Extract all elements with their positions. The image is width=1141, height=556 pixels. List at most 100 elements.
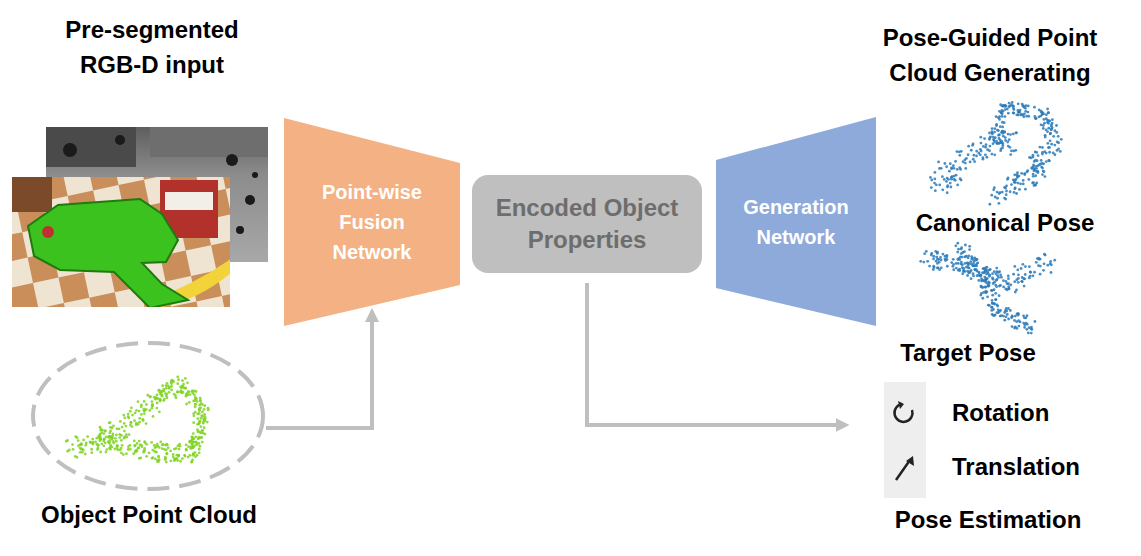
cloud-point — [184, 455, 187, 458]
cloud-point — [175, 396, 178, 399]
cloud-point — [151, 449, 154, 452]
cloud-point — [998, 110, 1001, 113]
cloud-point — [194, 406, 197, 409]
cloud-point — [1050, 271, 1053, 274]
cloud-point — [968, 267, 971, 270]
cloud-point — [999, 125, 1002, 128]
cloud-point — [99, 436, 102, 439]
node-outline — [472, 175, 702, 273]
cloud-point — [1010, 149, 1013, 152]
cloud-point — [118, 428, 121, 431]
cloud-point — [979, 136, 982, 139]
output-group: RotationTranslationPose Estimation — [880, 380, 1120, 540]
trapezoid — [716, 117, 876, 326]
cloud-point — [100, 442, 103, 445]
cloud-point — [978, 272, 981, 275]
cloud-point — [1031, 182, 1034, 185]
cloud-point — [1040, 159, 1043, 162]
cloud-point — [134, 412, 137, 415]
cloud-point — [1053, 144, 1056, 147]
cloud-point — [187, 456, 190, 459]
cloud-point — [1032, 181, 1035, 184]
node-text: Generation Network — [731, 192, 861, 252]
cloud-point — [150, 441, 153, 444]
cloud-point — [125, 433, 128, 436]
cloud-point — [1039, 273, 1042, 276]
cloud-point — [1012, 108, 1015, 111]
cloud-point — [1000, 131, 1003, 134]
cloud-point — [142, 408, 145, 411]
cloud-point — [994, 313, 997, 316]
cloud-point — [129, 421, 132, 424]
cloud-point — [976, 261, 979, 264]
cloud-point — [200, 402, 203, 405]
cloud-point — [155, 407, 158, 410]
cloud-point — [1047, 127, 1050, 130]
cloud-point — [1051, 118, 1054, 121]
cloud-point — [1044, 175, 1047, 178]
cloud-point — [196, 423, 199, 426]
checker-cell — [38, 303, 69, 307]
cloud-point — [1002, 279, 1005, 282]
cloud-point — [1018, 188, 1021, 191]
cloud-point — [994, 196, 997, 199]
cloud-point — [1015, 113, 1018, 116]
can-label — [165, 192, 213, 210]
cloud-point — [995, 285, 998, 288]
cloud-point — [191, 437, 194, 440]
cloud-point — [125, 425, 128, 428]
cloud-point — [123, 430, 126, 433]
cloud-point — [162, 443, 165, 446]
cloud-point — [953, 167, 956, 170]
cloud-point — [66, 450, 69, 453]
cloud-point — [201, 415, 204, 418]
process-box: Encoded Object Properties — [472, 175, 702, 273]
icon-strip — [884, 382, 926, 498]
cloud-point — [112, 440, 115, 443]
cloud-point — [977, 271, 980, 274]
cloud-point — [1022, 179, 1025, 182]
cloud-point — [204, 433, 207, 436]
cloud-point — [207, 407, 210, 410]
caption-label: Pre-segmented RGB-D input — [42, 12, 262, 82]
cloud-point — [1020, 267, 1023, 270]
cloud-point — [183, 454, 186, 457]
cloud-point — [199, 397, 202, 400]
cloud-point — [200, 436, 203, 439]
node-outline — [716, 117, 876, 326]
cloud-point — [157, 460, 160, 463]
cloud-point — [1042, 162, 1045, 165]
cloud-point — [956, 242, 959, 245]
cloud-point — [192, 421, 195, 424]
cloud-point — [974, 268, 977, 271]
cloud-point — [989, 135, 992, 138]
cloud-point — [104, 430, 107, 433]
cloud-point — [157, 455, 160, 458]
cloud-point — [983, 137, 986, 140]
cloud-point — [964, 262, 967, 265]
cloud-point — [995, 124, 998, 127]
cloud-point — [1030, 328, 1033, 331]
caption-label: Canonical Pose — [905, 205, 1105, 240]
cloud-point — [1054, 129, 1057, 132]
cloud-point — [1037, 154, 1040, 157]
cloud-point — [1007, 145, 1010, 148]
cloud-point — [999, 103, 1002, 106]
cloud-point — [1035, 165, 1038, 168]
cloud-point — [190, 461, 193, 464]
cloud-point — [100, 432, 103, 435]
cloud-point — [1029, 271, 1032, 274]
dashed-ellipse — [33, 343, 263, 489]
cloud-point — [991, 130, 994, 133]
cloud-point — [919, 260, 922, 263]
cloud-point — [1013, 319, 1016, 322]
cloud-point — [950, 178, 953, 181]
cloud-point — [184, 387, 187, 390]
cloud-point — [994, 136, 997, 139]
node-text: Pose Estimation — [868, 505, 1108, 535]
cloud-point — [105, 451, 108, 454]
cloud-point — [138, 421, 141, 424]
cloud-point — [135, 422, 138, 425]
cloud-point — [958, 154, 961, 157]
